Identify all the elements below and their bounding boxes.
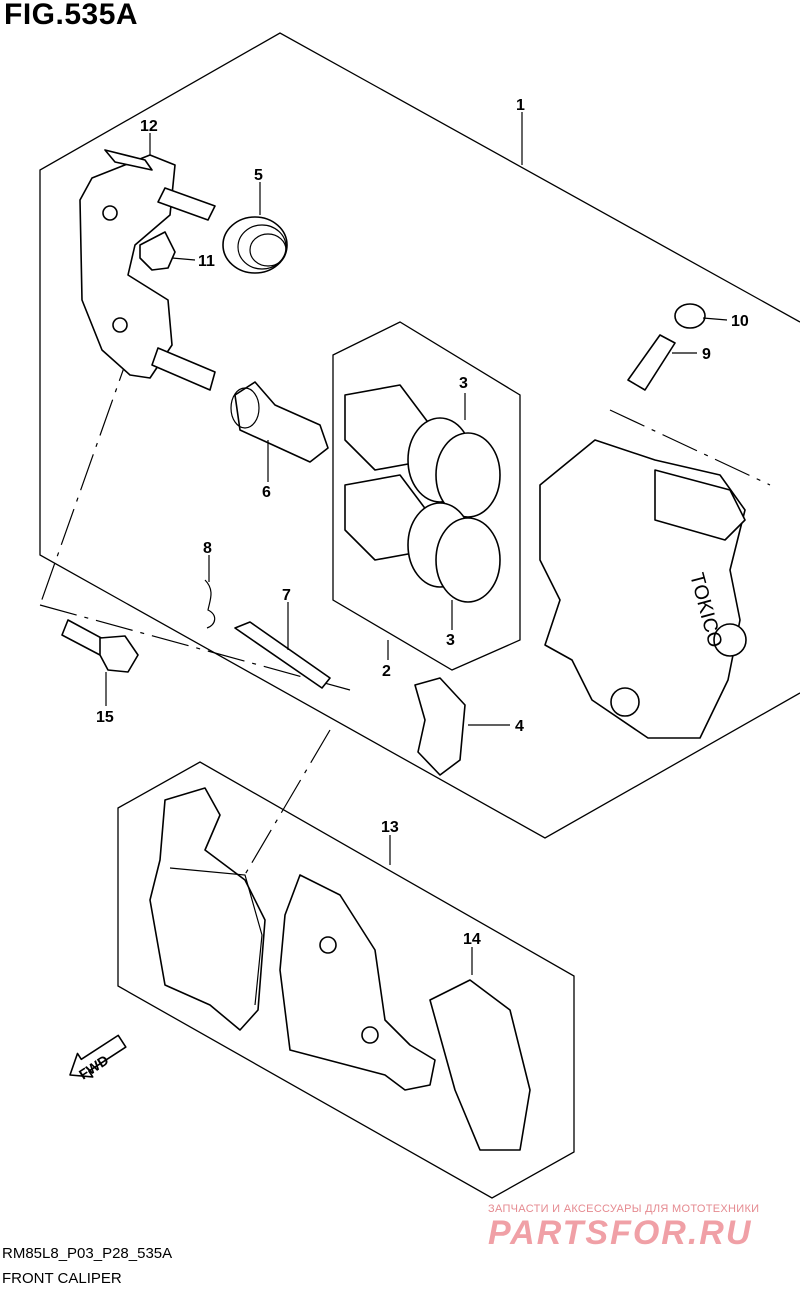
assembly-line xyxy=(39,604,351,691)
seals-3 xyxy=(407,417,501,603)
slide-pin-6 xyxy=(230,381,329,463)
brake-pad-plate-middle xyxy=(279,874,436,1091)
callout-3-upper: 3 xyxy=(459,375,468,392)
caliper-bracket-12 xyxy=(79,149,216,391)
callout-10: 10 xyxy=(731,313,749,330)
clip-11 xyxy=(139,231,176,271)
callout-2: 2 xyxy=(382,663,391,680)
pad-set-frame-13 xyxy=(117,761,575,1199)
callout-14: 14 xyxy=(463,931,481,948)
assembly-line xyxy=(609,409,771,486)
bleeder-screw-9 xyxy=(627,334,676,391)
clip-pin-8 xyxy=(204,579,216,629)
piston-set-frame-2 xyxy=(332,321,521,671)
pad-pin-7 xyxy=(234,621,331,689)
pad-shim-14 xyxy=(429,979,531,1151)
figure-title: FIG.535A xyxy=(4,0,139,31)
callout-1: 1 xyxy=(516,97,525,114)
pad-spring-4 xyxy=(414,677,466,776)
bolt-15 xyxy=(61,619,139,673)
callout-4: 4 xyxy=(515,718,524,735)
callout-12: 12 xyxy=(140,118,158,135)
assembly-line xyxy=(229,729,331,901)
brake-pad-left xyxy=(149,787,266,1031)
figure-code: RM85L8_P03_P28_535A xyxy=(2,1245,173,1262)
figure-caption: FRONT CALIPER xyxy=(2,1270,122,1287)
fwd-arrow-icon xyxy=(69,1034,127,1078)
assembly-line xyxy=(39,344,133,606)
leader-lines xyxy=(105,112,728,975)
callout-5: 5 xyxy=(254,167,263,184)
watermark-logo: PARTSFOR.RU xyxy=(488,1214,753,1252)
callout-8: 8 xyxy=(203,540,212,557)
caliper-body xyxy=(539,439,747,739)
callout-15: 15 xyxy=(96,709,114,726)
bleeder-cap-10 xyxy=(674,303,706,329)
callout-3-lower: 3 xyxy=(446,632,455,649)
callout-11: 11 xyxy=(198,253,215,270)
callout-7: 7 xyxy=(282,587,291,604)
boot-5 xyxy=(222,216,288,274)
assembly-frame-1 xyxy=(39,32,800,839)
callout-13: 13 xyxy=(381,819,399,836)
callout-6: 6 xyxy=(262,484,271,501)
watermark-tagline: ЗАПЧАСТИ И АКСЕССУАРЫ ДЛЯ МОТОТЕХНИКИ xyxy=(488,1203,760,1215)
callout-9: 9 xyxy=(702,346,711,363)
